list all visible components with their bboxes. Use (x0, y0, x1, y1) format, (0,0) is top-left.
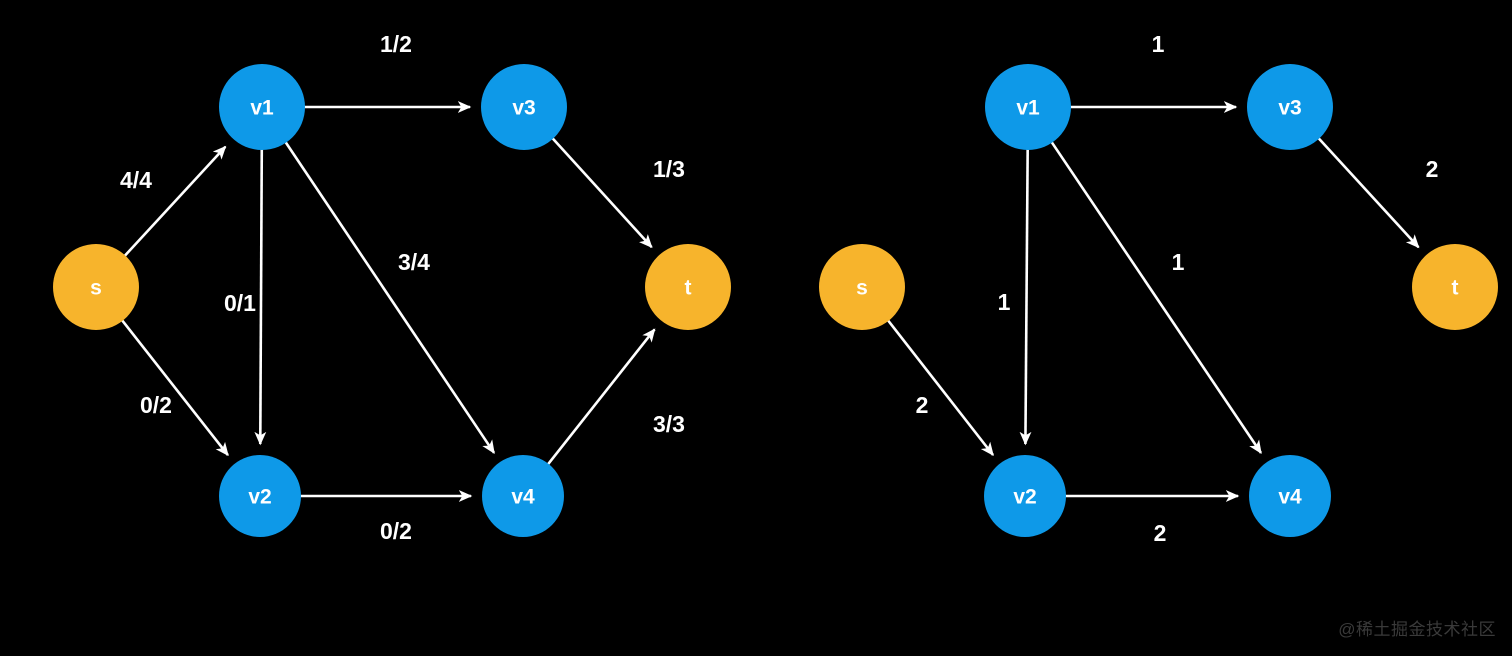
node-label-v3: v3 (512, 97, 535, 120)
nodes-group: s v1 v2 v3 v4 t s v1 v2 v3 v4 t (53, 64, 1498, 537)
node-flow-network-s[interactable]: s (53, 244, 139, 330)
node-circle-v4[interactable] (482, 455, 564, 537)
edge-label-flow-network-s-to-v1: 4/4 (120, 167, 152, 193)
edge-residual-network-s-to-v2 (886, 319, 995, 457)
edge-label-residual-network-v1-to-v2: 1 (998, 289, 1011, 315)
node-label-t: t (1452, 277, 1459, 300)
node-flow-network-t[interactable]: t (645, 244, 731, 330)
edge-label-flow-network-v4-to-t: 3/3 (653, 411, 685, 437)
node-circle-s[interactable] (53, 244, 139, 330)
node-circle-t[interactable] (645, 244, 731, 330)
edge-residual-network-v1-to-v2 (1019, 148, 1032, 446)
edge-residual-network-v1-to-v4 (1050, 141, 1263, 454)
edge-label-residual-network-s-to-v2: 2 (916, 392, 929, 418)
node-label-v2: v2 (1013, 486, 1036, 509)
node-flow-network-v4[interactable]: v4 (482, 455, 564, 537)
node-flow-network-v3[interactable]: v3 (481, 64, 567, 150)
node-residual-network-s[interactable]: s (819, 244, 905, 330)
edge-label-flow-network-v1-to-v2: 0/1 (224, 290, 256, 316)
node-flow-network-v1[interactable]: v1 (219, 64, 305, 150)
node-flow-network-v2[interactable]: v2 (219, 455, 301, 537)
edges-group (120, 101, 1420, 502)
edge-flow-network-v1-to-v4 (284, 141, 496, 454)
edge-flow-network-s-to-v1 (123, 145, 227, 258)
node-residual-network-v2[interactable]: v2 (984, 455, 1066, 537)
node-label-v1: v1 (1016, 97, 1040, 120)
node-circle-v2[interactable] (984, 455, 1066, 537)
edge-label-flow-network-v2-to-v4: 0/2 (380, 518, 412, 544)
edge-flow-network-s-to-v2 (120, 319, 229, 457)
node-residual-network-t[interactable]: t (1412, 244, 1498, 330)
node-circle-v3[interactable] (1247, 64, 1333, 150)
node-circle-v4[interactable] (1249, 455, 1331, 537)
node-label-v2: v2 (248, 486, 271, 509)
edge-label-residual-network-v2-to-v4: 2 (1154, 520, 1167, 546)
edge-label-flow-network-s-to-v2: 0/2 (140, 392, 172, 418)
node-label-v4: v4 (1278, 486, 1302, 509)
node-residual-network-v3[interactable]: v3 (1247, 64, 1333, 150)
node-circle-v1[interactable] (985, 64, 1071, 150)
node-label-v4: v4 (511, 486, 535, 509)
watermark: @稀土掘金技术社区 (1338, 620, 1496, 639)
edge-label-flow-network-v3-to-t: 1/3 (653, 156, 685, 182)
edge-labels-group: 4/4 0/2 1/2 0/1 3/4 1/3 0/2 3/3 2 1 1 1 2 2 (120, 31, 1438, 546)
node-label-t: t (685, 277, 692, 300)
edge-residual-network-v3-to-t (1317, 137, 1420, 249)
node-label-v3: v3 (1278, 97, 1301, 120)
node-circle-s[interactable] (819, 244, 905, 330)
edge-label-flow-network-v1-to-v3: 1/2 (380, 31, 412, 57)
edge-label-residual-network-v1-to-v3: 1 (1152, 31, 1165, 57)
node-circle-v2[interactable] (219, 455, 301, 537)
edge-label-flow-network-v1-to-v4: 3/4 (398, 249, 430, 275)
node-label-s: s (856, 277, 868, 300)
node-circle-t[interactable] (1412, 244, 1498, 330)
edge-label-residual-network-v3-to-t: 2 (1426, 156, 1439, 182)
node-residual-network-v1[interactable]: v1 (985, 64, 1071, 150)
node-residual-network-v4[interactable]: v4 (1249, 455, 1331, 537)
edge-flow-network-v3-to-t (551, 137, 653, 249)
edge-flow-network-v4-to-t (546, 328, 656, 466)
edge-flow-network-v1-to-v2 (254, 148, 267, 446)
edge-label-residual-network-v1-to-v4: 1 (1172, 249, 1185, 275)
node-label-v1: v1 (250, 97, 274, 120)
node-circle-v1[interactable] (219, 64, 305, 150)
node-circle-v3[interactable] (481, 64, 567, 150)
node-label-s: s (90, 277, 102, 300)
